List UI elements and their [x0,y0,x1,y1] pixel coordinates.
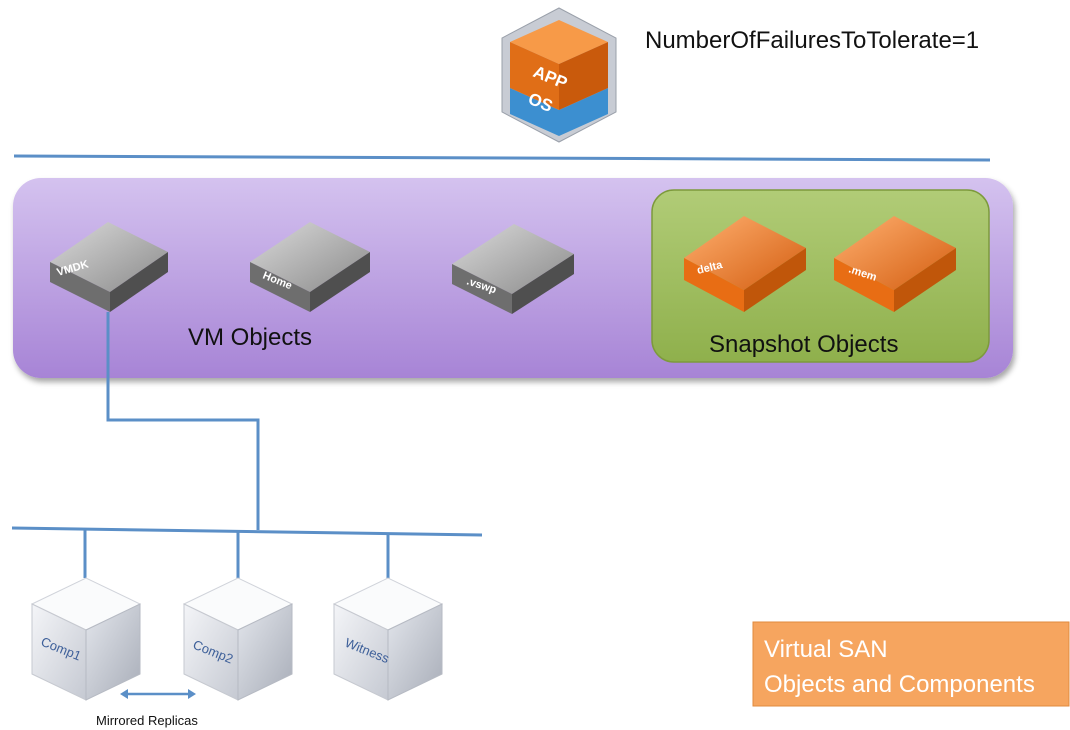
vm-app-os-icon: APP OS [501,7,617,143]
vswp-object: .vswp [452,224,574,314]
top-separator-line [13,154,991,162]
policy-label: NumberOfFailuresToTolerate=1 [645,27,979,54]
delta-object: delta [684,216,806,312]
mirrored-replicas-arrow [120,689,196,699]
info-box [752,621,1070,707]
connector-lines [11,312,483,580]
vm-objects-label: VM Objects [188,324,312,351]
component-bus-line [11,526,483,537]
mirrored-replicas-label: Mirrored Replicas [96,713,198,728]
info-box-line1: Virtual SAN [764,636,888,663]
comp2-cube: Comp2 [182,577,294,701]
home-object: Home [250,222,370,312]
vmdk-connector [106,312,260,530]
comp1-cube: Comp1 [30,577,142,701]
snapshot-objects-label: Snapshot Objects [709,331,898,358]
info-box-line2: Objects and Components [764,671,1035,698]
vmdk-object: VMDK [50,222,168,312]
witness-cube: Witness [332,577,444,701]
mem-object: .mem [834,216,956,312]
